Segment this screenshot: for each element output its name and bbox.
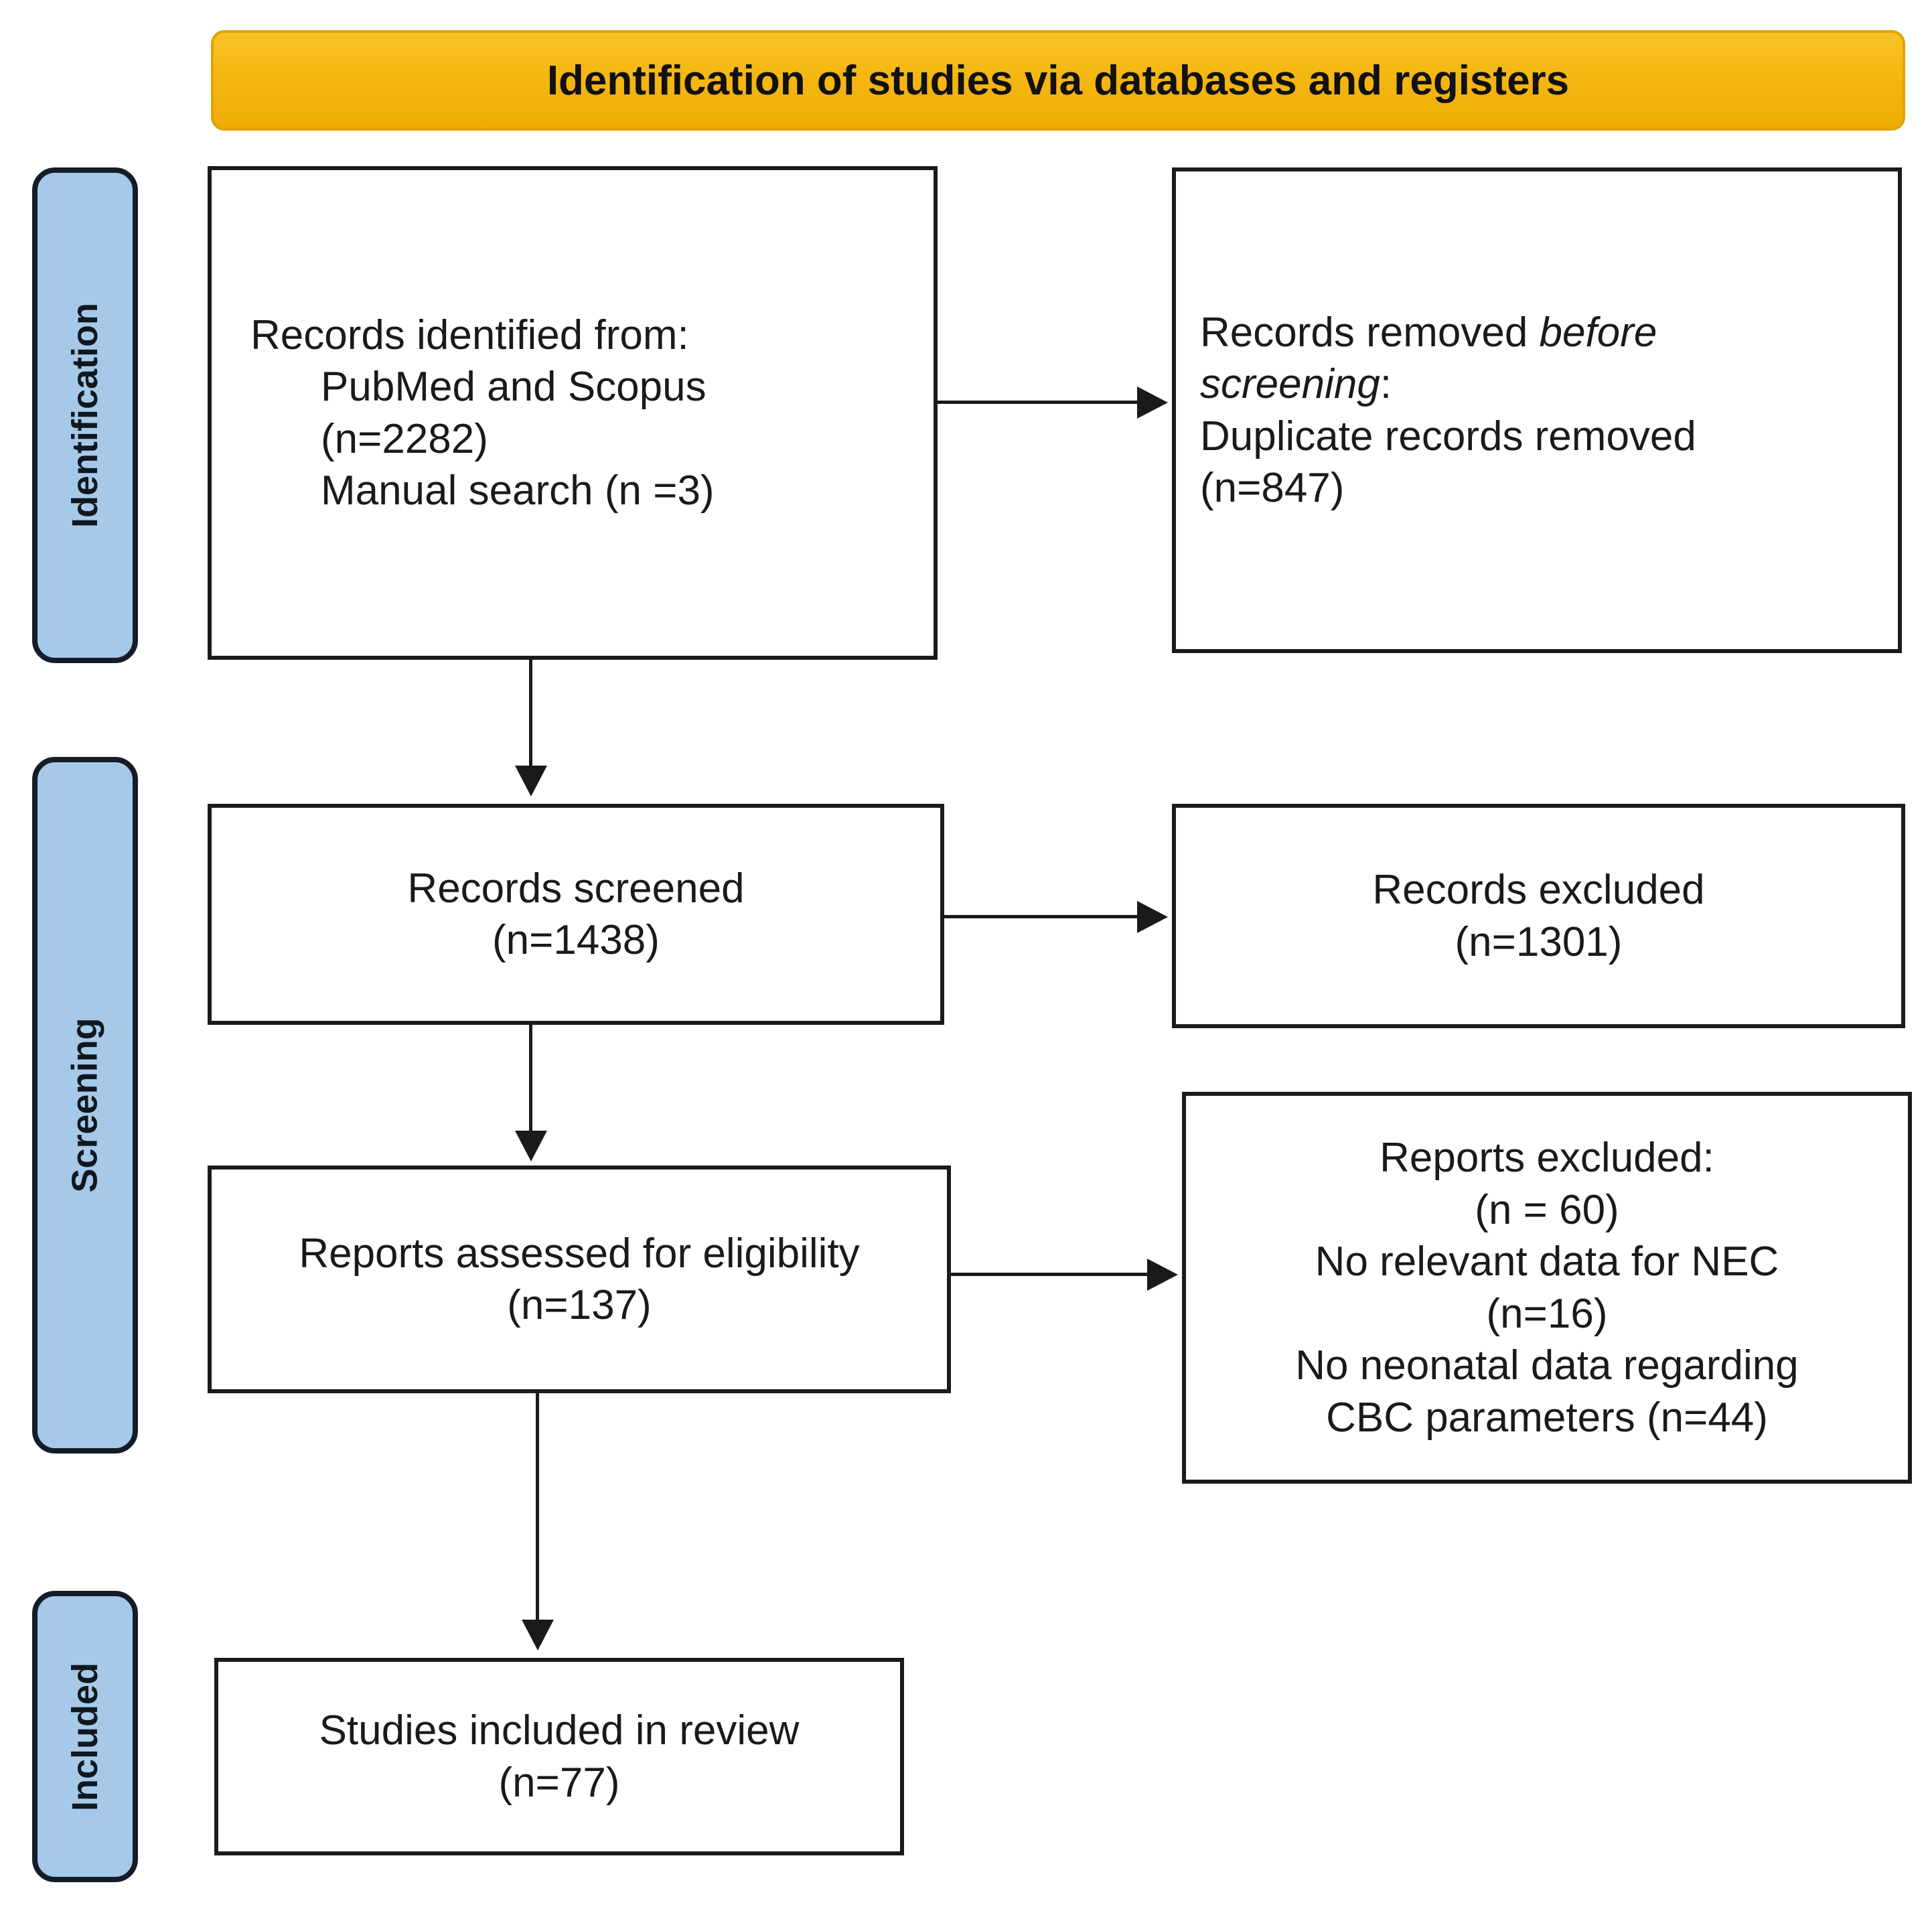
arrow-right-icon: [1147, 1259, 1178, 1291]
stage-label-screening-text: Screening: [65, 1017, 105, 1193]
arrow-down-icon: [515, 1131, 547, 1161]
box-line: (n=1438): [492, 917, 660, 963]
arrow-down-icon: [515, 766, 547, 796]
box-line: Reports assessed for eligibility: [299, 1230, 860, 1277]
box-line: (n=1301): [1455, 918, 1623, 965]
box-records-excluded: Records excluded (n=1301): [1172, 804, 1905, 1028]
box-records-removed-before-screening: Records removed before screening: Duplic…: [1172, 167, 1902, 653]
box-line: (n=137): [507, 1282, 652, 1328]
stage-label-identification: Identification: [32, 167, 138, 663]
box-line: Records screened: [407, 865, 745, 912]
stage-label-screening: Screening: [32, 757, 138, 1454]
box-line: Reports excluded:: [1380, 1135, 1714, 1181]
stage-label-identification-text: Identification: [65, 303, 105, 528]
arrow-right-icon: [1137, 901, 1168, 933]
box-records-identified: Records identified from: PubMed and Scop…: [208, 166, 938, 660]
arrow-screened-to-excluded-line: [944, 915, 1138, 918]
box-reports-excluded: Reports excluded: (n = 60) No relevant d…: [1182, 1092, 1912, 1484]
arrow-down-icon: [522, 1620, 554, 1650]
box-line: Manual search (n =3): [321, 468, 715, 514]
box-line: (n=2282): [321, 415, 488, 462]
box-line: No relevant data for NEC: [1315, 1239, 1779, 1285]
box-line-segment-italic: screening: [1200, 361, 1380, 407]
stage-label-included-text: Included: [65, 1662, 106, 1811]
stage-label-included: Included: [32, 1591, 138, 1882]
box-line: Studies included in review: [319, 1707, 800, 1754]
box-reports-assessed: Reports assessed for eligibility (n=137): [208, 1165, 951, 1393]
box-line: Records removed before: [1200, 307, 1657, 359]
box-studies-included: Studies included in review (n=77): [214, 1658, 904, 1855]
box-line: Records identified from:: [250, 311, 689, 358]
box-line: CBC parameters (n=44): [1326, 1394, 1768, 1441]
box-line: PubMed and Scopus: [321, 364, 707, 410]
box-line-segment: :: [1380, 361, 1392, 407]
arrow-assessed-to-included-line: [536, 1393, 539, 1621]
box-line: Duplicate records removed: [1200, 413, 1696, 459]
arrow-assessed-to-reports-excluded-line: [951, 1273, 1148, 1276]
box-line: Records excluded: [1372, 867, 1705, 913]
arrow-identified-to-removed-line: [938, 401, 1138, 404]
arrow-screened-to-assessed-line: [529, 1025, 532, 1132]
box-line: (n = 60): [1475, 1186, 1619, 1233]
box-line: (n=77): [498, 1759, 620, 1806]
box-line: (n=847): [1200, 465, 1345, 511]
arrow-identified-to-screened-line: [529, 660, 532, 767]
banner: Identification of studies via databases …: [211, 30, 1905, 131]
box-line-segment-italic: before: [1539, 309, 1657, 356]
box-line-segment: Records removed: [1200, 309, 1540, 356]
box-line: No neonatal data regarding: [1295, 1342, 1799, 1389]
arrow-right-icon: [1137, 386, 1168, 419]
banner-title: Identification of studies via databases …: [546, 57, 1570, 104]
box-line: (n=16): [1486, 1290, 1608, 1337]
box-line: screening:: [1200, 358, 1392, 411]
box-records-screened: Records screened (n=1438): [208, 804, 944, 1025]
